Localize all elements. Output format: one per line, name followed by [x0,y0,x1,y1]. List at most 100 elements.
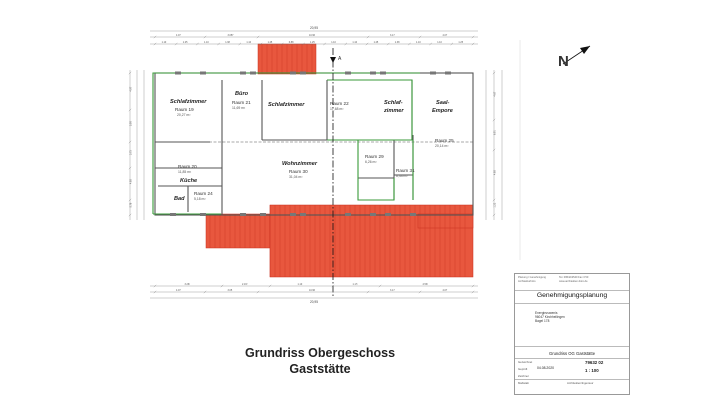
dim-left: 0.78 [130,202,133,207]
dimension-lines [128,30,503,299]
dim-bottom-row1: 1.10 [298,283,303,286]
dim-right: 4.67 [494,91,497,96]
dim-top-row1: 4.07 [443,34,448,37]
room-name-schlafzimmer-19: Schlafzimmer [170,99,207,105]
window-marker [380,71,386,75]
dim-top-row2: 1.38 [225,41,230,44]
drawing-title: Grundriss OG Gaststätte [548,351,596,356]
plan-number: 79632 02 [585,360,604,365]
room-number-19: Raum 19 [175,107,194,112]
dim-bottom-row1: 3.26² [185,283,191,286]
roof-bottom-left [205,213,271,249]
dim-tick [153,284,157,288]
north-label: N [558,53,569,70]
window-marker [170,213,176,216]
dim-right: 6.91 [494,130,497,135]
dim-left: 3.75 [130,150,133,155]
date-value: 04.08.2020 [537,366,554,370]
roof-bottom-right [417,213,474,229]
window-marker [200,71,206,75]
dim-tick [196,42,199,46]
room-name-kueche: Küche [180,178,197,184]
dim-top-overall: 20,95 [310,26,318,30]
dim-tick [471,42,475,46]
dim-top-row2: 1.10 [331,41,336,44]
dim-top-row1: 4.07 [176,34,181,37]
window-marker [200,213,206,216]
dim-tick [217,42,220,46]
dim-tick [203,35,207,39]
room-number-24: Raum 24 [194,191,213,196]
dim-top-row2: 1.25 [183,41,188,44]
room-number-25: Raum 25 [435,138,454,143]
dim-bottom-row1: 4.53² [423,283,429,286]
dim-bottom-row1: 2.16³ [242,283,248,286]
dim-tick [366,35,370,39]
dim-tick [366,290,370,294]
dim-tick [378,284,382,288]
dim-tick [408,42,411,46]
window-marker [240,71,246,75]
window-marker [250,71,256,75]
dim-tick [471,35,475,39]
window-marker [260,213,266,216]
room-name-schlafzimmer-22b-line2: zimmer [383,108,404,114]
room-area-24: 5,18 m² [194,197,206,201]
dim-tick [220,284,224,288]
room-name-wohnzimmer: Wohnzimmer [282,161,318,167]
dim-tick [492,71,496,75]
dim-tick [128,140,132,144]
dim-tick [280,42,284,46]
dim-bottom-overall: 20,95 [310,300,318,304]
window-marker [410,213,416,216]
dim-top-row2: 1.25 [374,41,379,44]
title-block: Planung / Genehmigung Architekturbüro Te… [514,273,630,395]
axis-label: A [338,56,342,62]
window-marker [345,71,351,75]
window-marker [385,213,391,216]
row-label-4: Architekten/Ingenieur [567,381,594,385]
dim-top-row2: 1.25 [310,41,315,44]
dim-tick [492,213,496,217]
window-marker [370,71,376,75]
row-label-1: Geprüft [518,367,528,371]
title-block-header-4: www.architekten-büro.de [559,280,588,283]
dim-tick [128,108,132,112]
dim-bottom-row2: 3.17 [390,289,395,292]
dim-top-row2: 1.10 [352,41,357,44]
dim-top-row2: 1.25 [458,41,463,44]
dim-tick [450,42,454,46]
window-marker [290,213,296,216]
dim-bottom-row2: 4.07 [443,289,448,292]
row-label-3: Maßstab [518,381,529,385]
row-label-0: Gezeichnet [518,360,533,364]
dim-tick [418,290,422,294]
dim-tick [429,42,432,46]
dim-tick [128,198,132,202]
room-name-schlafzimmer-23: Schlafzimmer [268,102,305,108]
title-block-header-3: Tel. 09542/2540 Fax 3 50 [559,276,589,279]
dim-right: 1.22 [494,202,497,207]
room-area-22: 17,68 m² [330,107,344,111]
title-block-header-2: Architekturbüro [518,280,536,283]
window-marker [370,213,376,216]
dim-bottom-row2: 10.96 [309,289,316,292]
drawing-caption: Grundriss Obergeschoss Gaststätte [200,345,440,377]
room-name-buero: Büro [235,91,249,97]
room-name-saal-empore-line2: Empore [432,108,453,114]
dim-tick [153,290,157,294]
plan-type: Genehmigungsplanung [536,292,608,299]
row-label-2: Zeichner [518,374,529,378]
client-line-2: 96047 Kirchheilingen [535,315,565,319]
dim-tick [365,42,369,46]
room-area-25: 20,14 m² [435,144,449,148]
window-marker [430,71,436,75]
window-marker [445,71,451,75]
dim-tick [153,35,157,39]
dim-tick [492,118,496,122]
title-block-header: Planung / Genehmigung Architekturbüro Te… [515,274,629,291]
dim-tick [238,42,242,46]
dim-tick [331,284,335,288]
dim-bottom-row2: 4.07 [176,289,181,292]
dim-top-row2: 1.10 [162,41,167,44]
